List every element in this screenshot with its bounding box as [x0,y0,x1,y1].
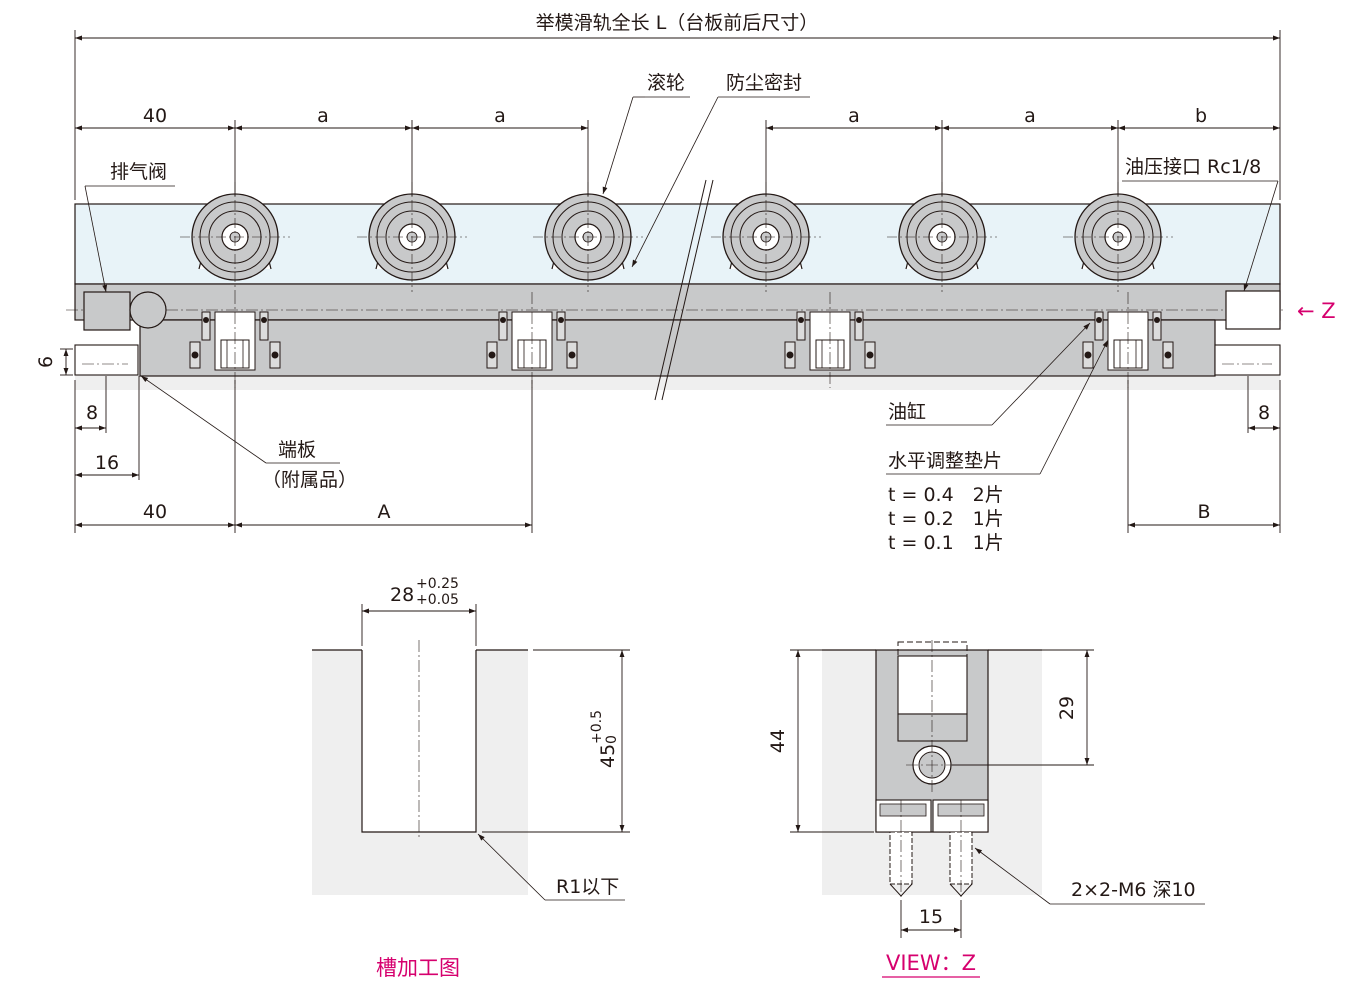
dim-6: 6 [35,356,57,368]
dim-a-3: a [848,105,860,127]
dim-8-right: 8 [1258,402,1270,424]
thread-left [889,800,913,900]
groove-depth-dim: 45 [597,744,619,768]
shim-spec-04: t = 0.4 2片 [888,484,1004,506]
top-leaders: 滚轮 防尘密封 排气阀 油压接口 Rc1/8 ← Z [84,72,1336,323]
rail-body [139,319,1216,377]
top-dimensions: 举模滑轨全长 L（台板前后尺寸） 40 a a a a b [74,12,1281,200]
base-plate [75,375,1280,390]
dim-16: 16 [95,452,119,474]
groove-width-tol-upper: +0.25 [416,576,459,592]
view-z-thread-label: 2×2-M6 深10 [1071,879,1196,901]
shim-spec-02: t = 0.2 1片 [888,508,1004,530]
groove-depth-tol-upper: +0.5 [589,710,605,744]
end-plate-right [1214,344,1281,376]
groove-drawing: 28 +0.25 +0.05 45 +0.5 0 R1以下 槽加工图 [312,576,630,980]
dim-a-2: a [494,105,506,127]
label-hydraulic-port: 油压接口 Rc1/8 [1125,156,1261,178]
view-z-dim-44: 44 [767,729,789,753]
label-roller: 滚轮 [647,72,685,94]
dim-b: b [1195,105,1207,127]
label-vent-valve: 排气阀 [110,161,167,183]
view-z-arrow-label: ← Z [1297,299,1336,323]
dim-40-bottom: 40 [143,501,167,523]
shim-spec-01: t = 0.1 1片 [888,532,1004,554]
label-end-plate-accessory: （附属品） [262,469,357,491]
label-end-plate: 端板 [278,439,316,461]
label-cylinder: 油缸 [888,401,926,423]
overall-length-label: 举模滑轨全长 L（台板前后尺寸） [536,12,819,34]
dim-a-4: a [1024,105,1036,127]
label-dust-seal: 防尘密封 [726,72,802,94]
label-shim: 水平调整垫片 [888,450,1002,472]
thread-right [949,800,973,900]
groove-radius-label: R1以下 [556,876,619,898]
groove-depth-tol-lower: 0 [604,735,620,744]
break-line [654,179,707,401]
dim-A: A [378,501,391,523]
view-z-dim-29: 29 [1056,696,1078,720]
view-z-drawing: 44 29 15 2×2-M6 深10 VIEW：Z [767,640,1205,978]
view-z-caption: VIEW：Z [886,951,976,975]
dim-8-left: 8 [86,402,98,424]
groove-width-tol-lower: +0.05 [416,592,459,608]
dim-a-1: a [317,105,329,127]
vent-valve [83,291,131,331]
lower-dimensions: 6 8 16 40 A 8 B 端板 （附属品） 油缸 水平调整垫片 t = 0… [35,322,1281,554]
end-plate-left [74,344,139,376]
view-z-dim-15: 15 [919,906,943,928]
top-view [66,179,1285,401]
groove-caption: 槽加工图 [376,956,460,980]
dim-B: B [1197,501,1210,523]
groove-width-dim: 28 [390,584,414,606]
hydraulic-port [1225,290,1281,330]
dim-40-top: 40 [143,105,167,127]
